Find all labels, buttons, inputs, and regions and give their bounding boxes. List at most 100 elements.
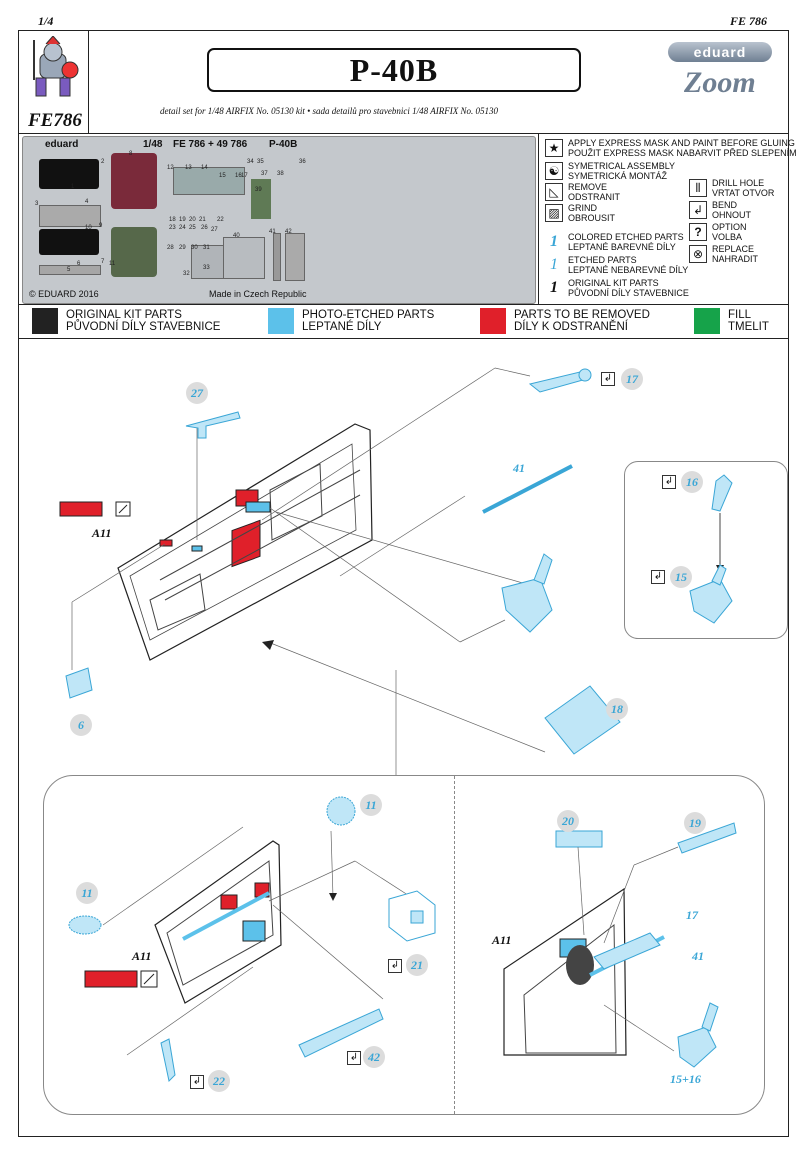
fret-part-number: 22: [217, 217, 224, 223]
label-a11-left: A11: [132, 949, 152, 963]
fret-part-number: 36: [299, 159, 306, 165]
fret-part-number: 7: [101, 259, 105, 265]
product-badge: FE786: [28, 110, 82, 131]
drill-icon: ⦀: [689, 179, 707, 197]
fret-part-number: 17: [241, 173, 248, 179]
option-icon: ?: [689, 223, 707, 241]
callout-15: 15: [670, 566, 692, 588]
fret-part-number: 19: [179, 217, 186, 223]
fret-part-number: 15: [219, 173, 226, 179]
fret-seat-red: [111, 153, 157, 209]
assembly-diagram-main: [59, 367, 621, 775]
kit-subtitle: detail set for 1/48 AIRFIX No. 05130 kit…: [160, 106, 498, 116]
swatch-fill: [694, 308, 720, 334]
fret-strip-42: [285, 233, 305, 281]
fret-part-number: 28: [167, 245, 174, 251]
callout-22: 22: [208, 1070, 230, 1092]
fret-part-number: 32: [183, 271, 190, 277]
fret-panel-3: [39, 205, 101, 227]
colored-etched-symbol: 1: [550, 233, 558, 250]
fret-strip-5: [39, 265, 101, 275]
grind-icon: ▨: [545, 204, 563, 222]
fret-part-number: 4: [85, 199, 89, 205]
fret-part-number: 25: [189, 225, 196, 231]
fret-part-number: 42: [285, 229, 292, 235]
title-box: P-40B: [207, 48, 581, 92]
fret-scale: 1/48: [143, 139, 163, 150]
fret-part-number: 30: [191, 245, 198, 251]
fret-part-number: 33: [203, 265, 210, 271]
fret-part-number: 12: [167, 165, 174, 171]
callout-6: 6: [70, 714, 92, 736]
fret-part-number: 35: [257, 159, 264, 165]
fret-part-number: 14: [201, 165, 208, 171]
fret-brand: eduard: [45, 139, 79, 150]
fret-part-number: 23: [169, 225, 176, 231]
fret-seat-green: [111, 227, 157, 277]
fret-part-number: 2: [101, 159, 105, 165]
fret-part-number: 18: [169, 217, 176, 223]
callout-41-right: 41: [692, 949, 704, 963]
fret-part-number: 16: [235, 173, 242, 179]
remove-icon: ◺: [545, 183, 563, 201]
assembly-diagram-detail-right: [503, 822, 737, 1068]
callout-11-left: 11: [76, 882, 98, 904]
color-legend-bottom: [18, 338, 789, 339]
label-a11-main: A11: [92, 526, 112, 540]
fret-part-number: 9: [99, 223, 103, 229]
callout-16: 16: [681, 471, 703, 493]
fret-copyright: © EDUARD 2016: [29, 289, 99, 299]
label-a11-right: A11: [492, 933, 512, 947]
fret-part-number: 31: [203, 245, 210, 251]
detail-panel-bottom: [43, 775, 765, 1115]
fret-part-number: 40: [233, 233, 240, 239]
swatch-original: [32, 308, 58, 334]
product-title: P-40B: [349, 51, 439, 88]
legend-express-mask: ★ APPLY EXPRESS MASK AND PAINT BEFORE GL…: [545, 138, 797, 158]
fret-panel-1: [39, 159, 99, 189]
replace-icon: ⊗: [689, 245, 707, 263]
fret-panel-40: [223, 237, 265, 279]
bend-icon-17: ↲: [601, 372, 615, 386]
fret-made-in: Made in Czech Republic: [209, 289, 307, 299]
fret-part-number: 27: [211, 227, 218, 233]
fret-part-number: 24: [179, 225, 186, 231]
bend-icon-42: ↲: [347, 1051, 361, 1065]
fret-part-number: 39: [255, 187, 262, 193]
callout-42: 42: [363, 1046, 385, 1068]
badge-divider: [88, 30, 89, 134]
callout-27: 27: [186, 382, 208, 404]
fret-part-number: 6: [77, 261, 81, 267]
bend-icon-21: ↲: [388, 959, 402, 973]
callout-19: 19: [684, 812, 706, 834]
fret-part-number: 20: [189, 217, 196, 223]
swatch-etched: [268, 308, 294, 334]
fret-part-number: 26: [201, 225, 208, 231]
callout-17: 17: [621, 368, 643, 390]
fret-part-number: 13: [185, 165, 192, 171]
detail-panel-divider: [454, 776, 455, 1114]
fret-codes: FE 786 + 49 786: [173, 139, 248, 150]
color-legend-top: [18, 304, 789, 305]
knight-logo-icon: [33, 36, 79, 97]
callout-18: 18: [606, 698, 628, 720]
photo-etch-fret: eduard 1/48 FE 786 + 49 786 P-40B © EDUA…: [22, 136, 536, 304]
legend-divider: [538, 133, 539, 305]
inset-box-15-16: [624, 461, 788, 639]
fret-panel-4: [39, 229, 99, 255]
page-frame: [18, 30, 789, 1137]
bend-icon-15: ↲: [651, 570, 665, 584]
bend-icon-16: ↲: [662, 475, 676, 489]
fret-part-number: 1: [71, 184, 75, 190]
star-mask-icon: ★: [545, 139, 563, 157]
bend-icon: ↲: [689, 201, 707, 219]
